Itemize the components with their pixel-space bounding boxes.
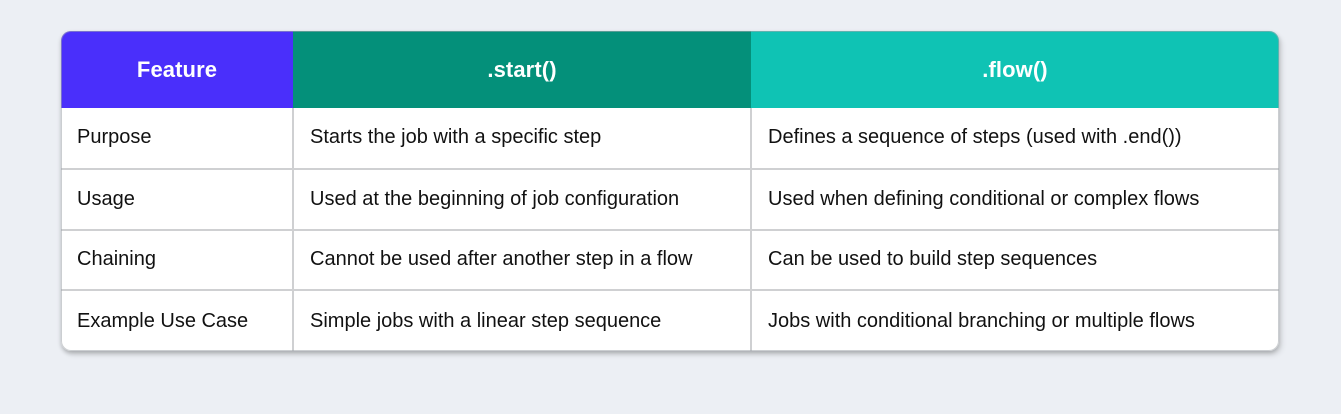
table-row: Chaining Cannot be used after another st… — [61, 229, 1279, 292]
cell-feature: Example Use Case — [61, 290, 294, 351]
table-body: Purpose Starts the job with a specific s… — [61, 108, 1279, 351]
header-row: Feature .start() .flow() — [61, 31, 1279, 108]
cell-flow: Can be used to build step sequences — [751, 229, 1279, 292]
table-row: Usage Used at the beginning of job confi… — [61, 168, 1279, 231]
cell-flow: Defines a sequence of steps (used with .… — [751, 108, 1279, 170]
cell-start: Simple jobs with a linear step sequence — [293, 290, 752, 351]
column-header-start: .start() — [293, 31, 751, 108]
table-row: Purpose Starts the job with a specific s… — [61, 108, 1279, 170]
table-row: Example Use Case Simple jobs with a line… — [61, 290, 1279, 351]
cell-start: Used at the beginning of job configurati… — [293, 168, 752, 231]
cell-feature: Chaining — [61, 229, 294, 292]
cell-start: Cannot be used after another step in a f… — [293, 229, 752, 292]
comparison-table: Feature .start() .flow() Purpose Starts … — [61, 31, 1279, 351]
cell-feature: Purpose — [61, 108, 294, 170]
column-header-flow: .flow() — [751, 31, 1279, 108]
cell-flow: Used when defining conditional or comple… — [751, 168, 1279, 231]
column-header-feature: Feature — [61, 31, 293, 108]
cell-start: Starts the job with a specific step — [293, 108, 752, 170]
cell-feature: Usage — [61, 168, 294, 231]
cell-flow: Jobs with conditional branching or multi… — [751, 290, 1279, 351]
table-header: Feature .start() .flow() — [61, 31, 1279, 108]
